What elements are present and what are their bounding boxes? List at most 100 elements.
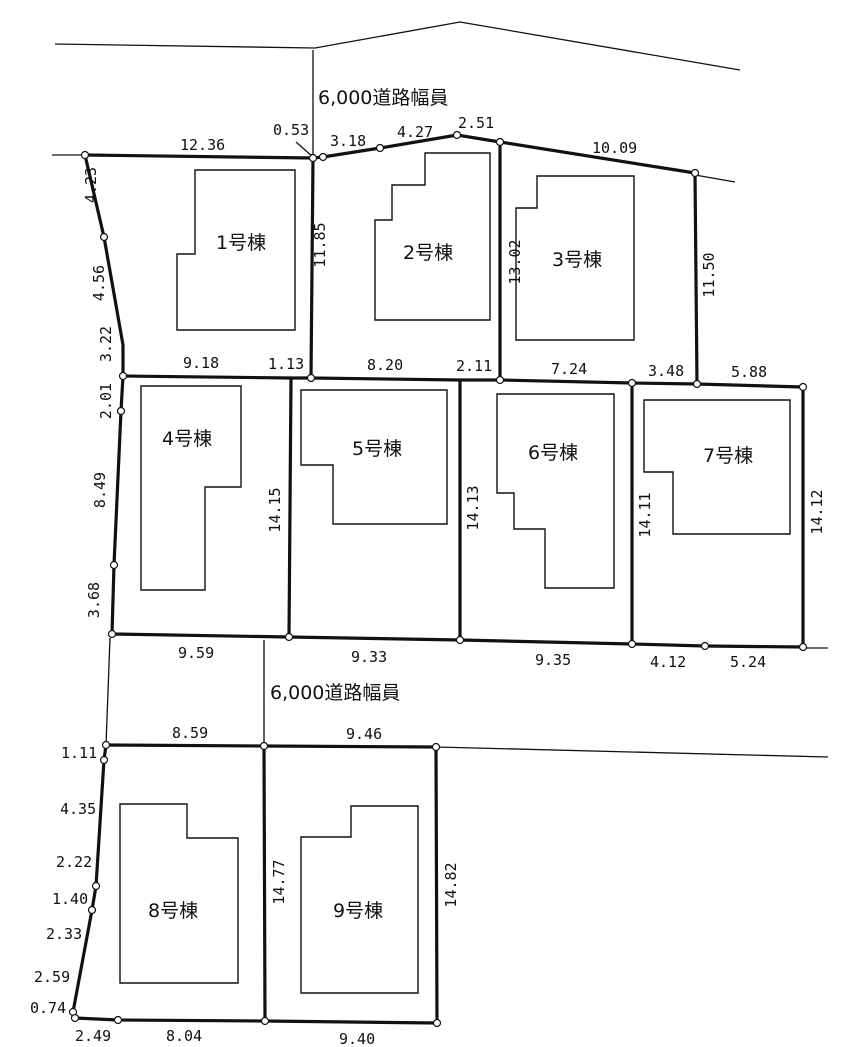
marker: [99, 232, 109, 242]
dim-top-2: 0.53: [273, 121, 309, 139]
building-label-5: 5号棟: [352, 438, 402, 460]
marker: [798, 642, 808, 652]
marker: [259, 741, 269, 751]
marker: [431, 742, 441, 752]
dim-low-left-4: 1.40: [52, 890, 88, 908]
marker: [116, 406, 126, 416]
dim-lot4-right: 14.15: [266, 487, 284, 532]
marker: [70, 1013, 80, 1023]
west-boundary-middle: [110, 374, 125, 636]
dim-left-1: 4.23: [82, 167, 100, 203]
boundary-markers: [68, 130, 808, 1028]
upper-road-near-edge-right: [694, 174, 736, 183]
marker: [284, 632, 294, 642]
building-label-3: 3号棟: [552, 249, 602, 271]
dim-bot-5: 5.24: [730, 653, 766, 671]
dim-lot8-right: 14.77: [270, 859, 288, 904]
dim-mid-1: 9.18: [183, 354, 219, 372]
marker: [455, 635, 465, 645]
dim-low-top-1: 8.59: [172, 724, 208, 742]
lower-road-edge-left: [105, 637, 111, 746]
footprint-6: [496, 393, 615, 589]
dim-top-5: 2.51: [458, 114, 494, 132]
dim-left-4: 2.01: [97, 383, 115, 419]
marker: [113, 1015, 123, 1025]
leader-053: [295, 141, 314, 158]
dim-mid-5: 7.24: [551, 360, 587, 378]
upper-road-width-label: 6,000道路幅員: [318, 87, 448, 109]
dim-lot1-right: 11.85: [311, 222, 329, 267]
building-label-6: 6号棟: [528, 442, 578, 464]
dim-left-6: 3.68: [85, 582, 103, 618]
marker: [375, 143, 385, 153]
middle-boundary: [121, 374, 805, 389]
lower-road-edge-right: [435, 746, 829, 758]
dim-left-3: 3.22: [97, 326, 115, 362]
dim-low-left-1: 1.11: [61, 744, 97, 762]
lower-west-boundary: [71, 743, 108, 1020]
dim-low-left-6: 2.59: [34, 968, 70, 986]
dim-left-2: 4.56: [90, 265, 108, 301]
dim-bot-1: 9.59: [178, 644, 214, 662]
dim-top-3: 3.18: [330, 132, 366, 150]
dim-low-bot-2: 8.04: [166, 1027, 202, 1045]
marker: [306, 373, 316, 383]
dim-lot3-right: 11.50: [700, 252, 718, 297]
lot4-lot5-divider: [287, 376, 293, 639]
marker: [700, 641, 710, 651]
marker: [318, 152, 328, 162]
marker: [627, 378, 637, 388]
footprint-8: [119, 803, 239, 984]
marker: [91, 881, 101, 891]
dim-lot7-left: 14.11: [636, 492, 654, 537]
lot8-lot9-divider: [262, 744, 267, 1023]
marker: [690, 168, 700, 178]
dim-low-left-2: 4.35: [60, 800, 96, 818]
lower-south-boundary: [73, 1016, 439, 1025]
dim-low-left-5: 2.33: [46, 925, 82, 943]
dim-mid-3: 8.20: [367, 356, 403, 374]
marker: [627, 639, 637, 649]
marker: [118, 371, 128, 381]
dim-top-4: 4.27: [397, 123, 433, 141]
marker: [452, 130, 462, 140]
footprint-9: [300, 805, 419, 994]
lot3-east-boundary: [693, 171, 699, 386]
marker: [432, 1018, 442, 1028]
marker: [109, 560, 119, 570]
footprint-1: [176, 169, 296, 331]
dim-lot6-left: 14.13: [464, 485, 482, 530]
dim-top-1: 12.36: [180, 136, 225, 154]
dim-bot-4: 4.12: [650, 653, 686, 671]
upper-road-far-edge: [54, 21, 741, 71]
marker: [99, 755, 109, 765]
dim-low-left-7: 0.74: [30, 999, 66, 1017]
marker: [798, 382, 808, 392]
dim-top-6: 10.09: [592, 139, 637, 157]
building-label-2: 2号棟: [403, 242, 453, 264]
dim-left-5: 8.49: [91, 472, 109, 508]
dim-lot3-left: 13.02: [506, 239, 524, 284]
footprint-7: [643, 399, 791, 535]
dim-mid-7: 5.88: [731, 363, 767, 381]
footprint-2: [374, 152, 491, 321]
marker: [80, 150, 90, 160]
lot1-lot2-divider: [309, 156, 315, 380]
dim-low-left-3: 2.22: [56, 853, 92, 871]
lot9-east-boundary: [434, 745, 439, 1025]
south-boundary-upper: [110, 632, 805, 649]
dim-mid-6: 3.48: [648, 362, 684, 380]
marker: [308, 153, 318, 163]
west-boundary-upper: [83, 153, 125, 378]
dim-mid-4: 2.11: [456, 357, 492, 375]
dim-low-top-2: 9.46: [346, 725, 382, 743]
dim-mid-2: 1.13: [268, 355, 304, 373]
dim-low-bot-3: 9.40: [339, 1030, 375, 1047]
marker: [495, 375, 505, 385]
marker: [107, 629, 117, 639]
footprint-5: [300, 389, 448, 525]
marker: [260, 1016, 270, 1026]
road-edges: [52, 21, 829, 758]
building-footprints: [119, 152, 791, 994]
lower-road-width-label: 6,000道路幅員: [270, 682, 400, 704]
